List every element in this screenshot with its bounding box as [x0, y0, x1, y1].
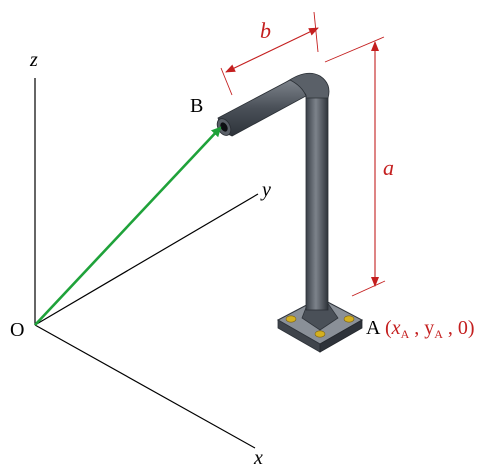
position-vector-ob	[34, 126, 222, 326]
point-b-label: B	[190, 95, 203, 117]
dimension-b-ext-right	[313, 11, 319, 53]
y-axis	[34, 193, 259, 326]
dimension-a-ext-bottom	[351, 280, 386, 297]
pipe-end-bore	[220, 122, 228, 132]
x-axis	[34, 324, 256, 449]
bolt-left	[285, 315, 297, 323]
y-axis-label: y	[260, 179, 271, 201]
dimension-b-label: b	[260, 18, 271, 43]
horizontal-pipe	[217, 79, 307, 137]
z-axis-label: z	[29, 49, 38, 71]
pipe-bracket	[216, 72, 364, 353]
dimension-b-line	[225, 27, 319, 73]
dimension-b-ext-left	[220, 67, 233, 96]
point-a-label: A	[366, 317, 381, 339]
x-axis-label: x	[253, 447, 263, 466]
vertical-pipe	[305, 91, 329, 311]
dimension-b: b	[220, 11, 319, 96]
point-a-coordinates: (xA , yA , 0)	[385, 317, 475, 341]
origin-label: O	[10, 319, 24, 341]
bolt-right	[343, 315, 355, 323]
coordinate-axes	[34, 78, 259, 449]
bolt-front	[314, 330, 326, 338]
dimension-a-label: a	[383, 155, 394, 180]
dimension-a: a	[324, 36, 394, 297]
